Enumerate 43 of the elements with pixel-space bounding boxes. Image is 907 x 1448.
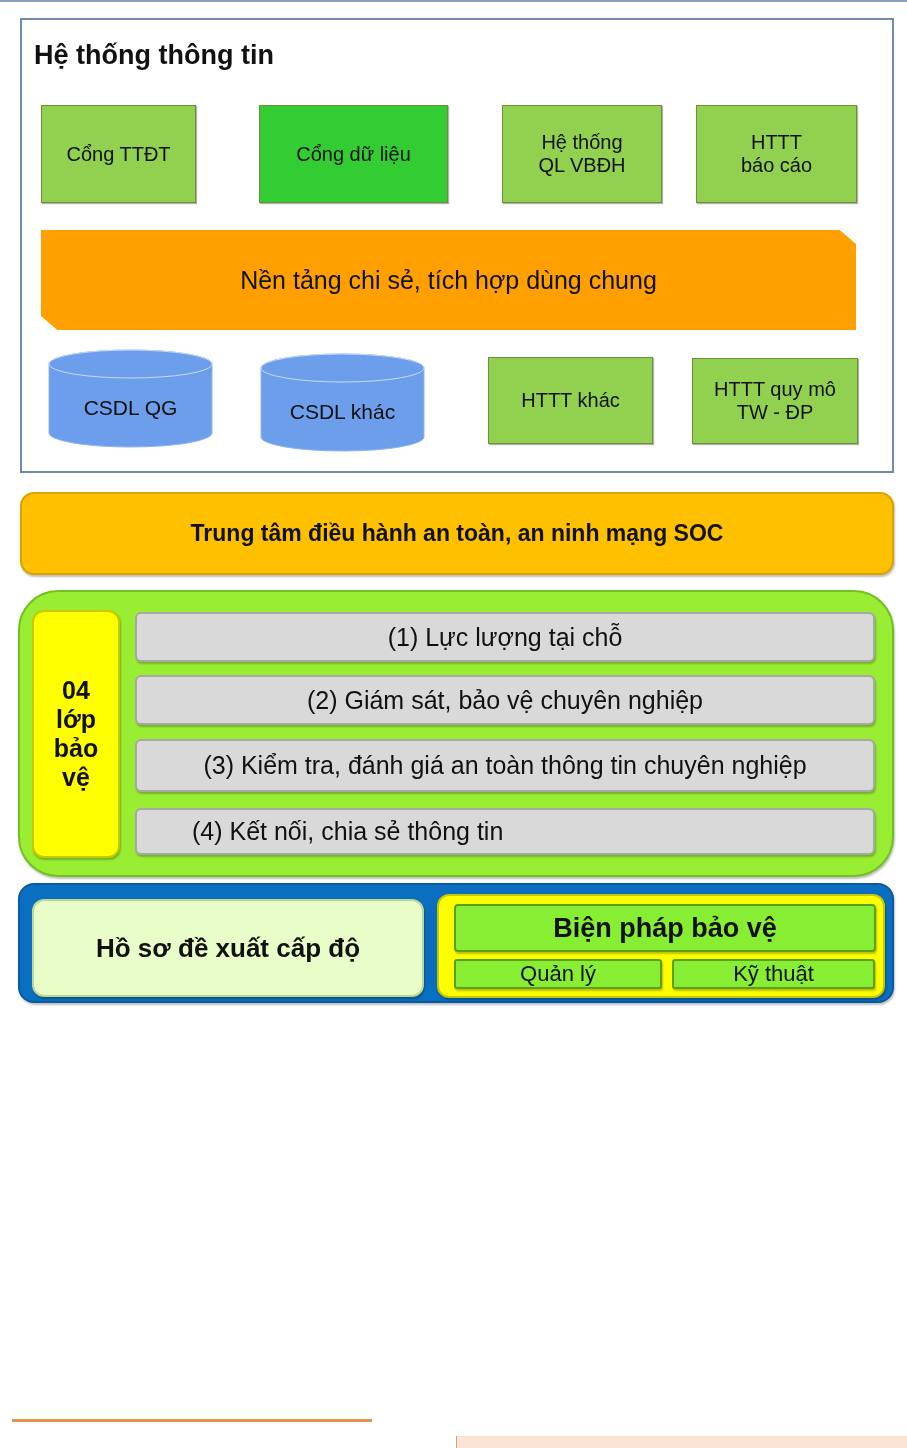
node-label: Biện pháp bảo vệ	[553, 912, 777, 944]
measures-panel	[437, 894, 885, 998]
node-label: CSDL khác	[289, 399, 396, 424]
node-label: (4) Kết nối, chia sẻ thông tin	[192, 817, 504, 846]
node-label: Hồ sơ đề xuất cấp độ	[95, 932, 361, 964]
measure-tab	[672, 959, 875, 989]
layer-bar	[135, 612, 875, 662]
panel-heading: Hệ thống thông tin	[34, 40, 274, 71]
node-label: 04 lớp bảo vệ	[52, 676, 100, 792]
system-box	[41, 105, 196, 203]
system-box	[259, 105, 448, 203]
node-label: HTTT báo cáo	[739, 131, 814, 177]
soc-banner	[20, 492, 894, 575]
level-dossier-box	[32, 899, 424, 997]
layer-bar	[135, 675, 875, 725]
node-label: Quản lý	[520, 961, 596, 987]
measures-header	[454, 904, 876, 952]
node-label: Nền tảng chi sẻ, tích hợp dùng chung	[240, 265, 657, 295]
node-label: HTTT khác	[521, 389, 620, 412]
node-label: (3) Kiểm tra, đánh giá an toàn thông tin chuyên nghiệp	[203, 751, 807, 780]
layers-label-box	[32, 610, 120, 858]
node-label: Kỹ thuật	[733, 961, 814, 987]
node-label: CSDL QG	[83, 395, 178, 420]
node-label: Hệ thống QL VBĐH	[537, 131, 627, 177]
node-label: Cổng dữ liệu	[296, 142, 411, 166]
protection-layers-panel	[18, 590, 894, 877]
system-box	[488, 357, 653, 444]
node-label: (2) Giám sát, bảo vệ chuyên nghiệp	[306, 685, 704, 715]
node-label: Cổng TTĐT	[66, 142, 171, 166]
node-label: Trung tâm điều hành an toàn, an ninh mạng SOC	[190, 520, 724, 547]
system-panel	[20, 18, 894, 473]
measure-tab	[454, 959, 662, 989]
platform-band	[41, 230, 856, 330]
database-cylinder	[48, 350, 213, 447]
system-box	[692, 358, 858, 444]
layer-bar	[135, 808, 875, 855]
system-box	[502, 105, 662, 203]
node-label: (1) Lực lượng tại chỗ	[387, 622, 623, 652]
layer-bar	[135, 739, 875, 792]
database-cylinder	[260, 354, 425, 451]
node-label: HTTT quy mô TW - ĐP	[713, 378, 837, 424]
assessment-panel	[18, 883, 894, 1003]
system-box	[696, 105, 857, 203]
